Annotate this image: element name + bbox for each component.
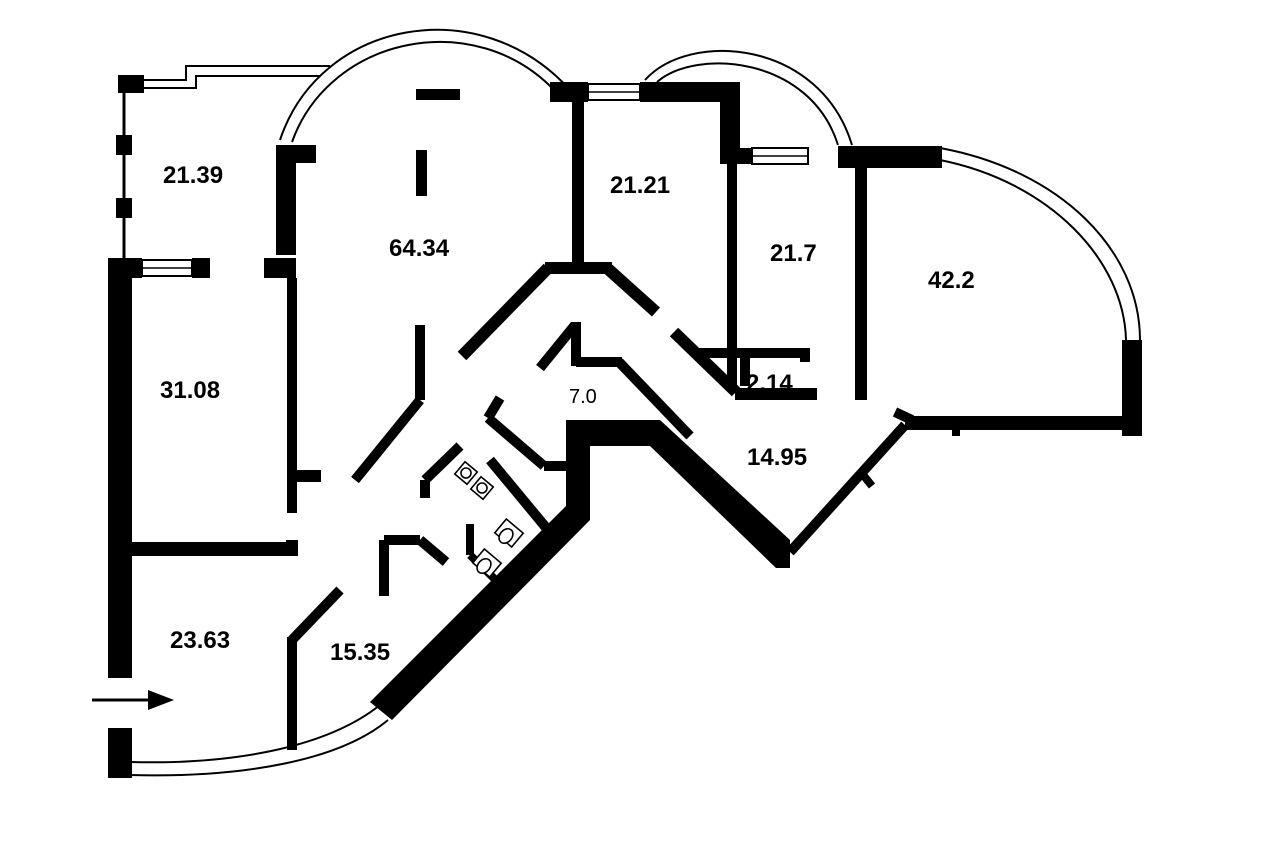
room-area-label: 7.0 (569, 386, 597, 408)
room-area-label: 21.39 (163, 162, 223, 189)
toilet-icon (471, 547, 503, 579)
toilet-icon (493, 517, 525, 549)
walls (108, 75, 1142, 778)
room-area-label: 2.14 (746, 370, 793, 397)
room-area-label: 14.95 (747, 444, 807, 471)
room-area-label: 42.2 (928, 267, 975, 294)
sink-icon (469, 475, 495, 501)
room-area-label: 31.08 (160, 377, 220, 404)
bathroom-fixtures (453, 460, 525, 579)
room-area-label: 21.21 (610, 172, 670, 199)
room-area-label: 15.35 (330, 639, 390, 666)
sink-icon (453, 460, 479, 486)
room-area-label: 21.7 (770, 240, 817, 267)
balcony-arcs (129, 28, 1141, 777)
room-labels: 21.39 64.34 21.21 21.7 42.2 31.08 7.0 2.… (160, 162, 975, 666)
room-area-label: 23.63 (170, 627, 230, 654)
entrance-arrow-icon (92, 690, 174, 710)
room-area-label: 64.34 (389, 235, 450, 262)
